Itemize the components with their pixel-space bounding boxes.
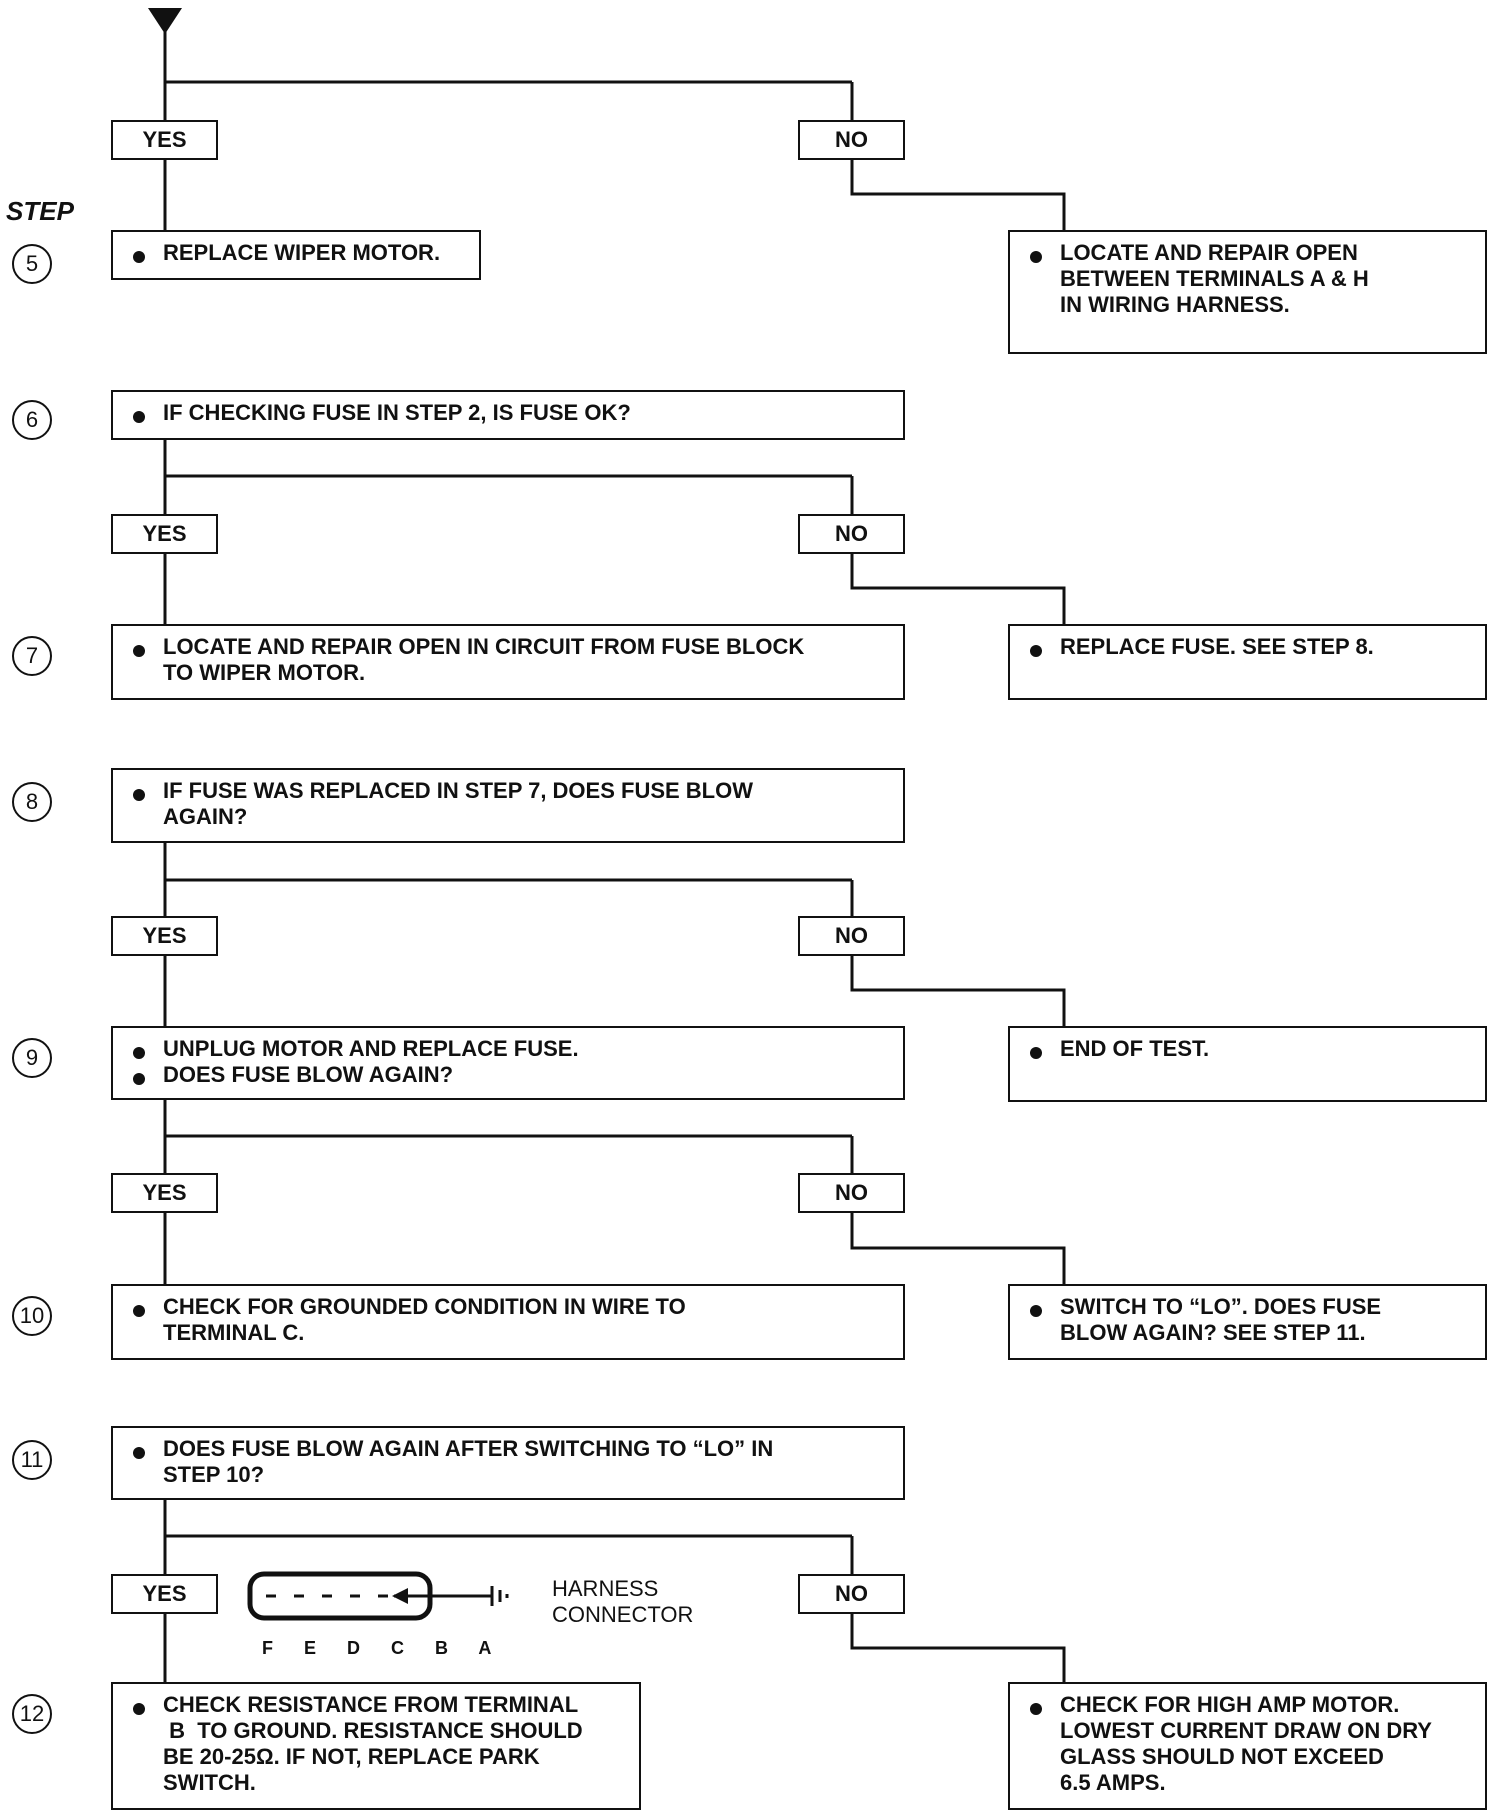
box-line: BE 20-25Ω. IF NOT, REPLACE PARK	[163, 1744, 540, 1769]
box-line: AGAIN?	[163, 804, 248, 829]
step-12-no-box: CHECK FOR HIGH AMP MOTOR. LOWEST CURRENT…	[1008, 1682, 1487, 1810]
no-label: NO	[798, 1574, 905, 1614]
step-number: 9	[12, 1038, 52, 1078]
step-10-no-box: SWITCH TO “LO”. DOES FUSE BLOW AGAIN? SE…	[1008, 1284, 1487, 1360]
box-line: B TO GROUND. RESISTANCE SHOULD	[163, 1718, 583, 1743]
box-line: SWITCH.	[163, 1770, 256, 1795]
box-line: DOES FUSE BLOW AGAIN AFTER SWITCHING TO …	[163, 1436, 774, 1461]
box-line: LOCATE AND REPAIR OPEN	[1060, 240, 1358, 265]
bullet-icon	[133, 1305, 145, 1317]
bullet-icon	[133, 789, 145, 801]
yes-label: YES	[111, 1574, 218, 1614]
step-number: 10	[12, 1296, 52, 1336]
box-line: IF FUSE WAS REPLACED IN STEP 7, DOES FUS…	[163, 778, 753, 803]
step-9-yes-box: UNPLUG MOTOR AND REPLACE FUSE. DOES FUSE…	[111, 1026, 905, 1100]
yes-label: YES	[111, 1173, 218, 1213]
step-5-no-box: LOCATE AND REPAIR OPEN BETWEEN TERMINALS…	[1008, 230, 1487, 354]
bullet-icon	[133, 1073, 145, 1085]
box-line: STEP 10?	[163, 1462, 265, 1487]
harness-connector-icon	[247, 1571, 509, 1621]
step-number: 8	[12, 782, 52, 822]
bullet-icon	[133, 1447, 145, 1459]
step-12-yes-box: CHECK RESISTANCE FROM TERMINAL B TO GROU…	[111, 1682, 641, 1810]
no-label: NO	[798, 916, 905, 956]
box-line: GLASS SHOULD NOT EXCEED	[1060, 1744, 1384, 1769]
bullet-icon	[1030, 645, 1042, 657]
no-label: NO	[798, 120, 905, 160]
box-line: DOES FUSE BLOW AGAIN?	[163, 1062, 454, 1087]
no-label: NO	[798, 1173, 905, 1213]
step-number: 6	[12, 400, 52, 440]
box-line: IN WIRING HARNESS.	[1060, 292, 1290, 317]
step-number: 5	[12, 244, 52, 284]
box-line: END OF TEST.	[1060, 1036, 1210, 1061]
step-6-question-box: IF CHECKING FUSE IN STEP 2, IS FUSE OK?	[111, 390, 905, 440]
bullet-icon	[133, 1703, 145, 1715]
bullet-icon	[133, 1047, 145, 1059]
step-9-no-box: END OF TEST.	[1008, 1026, 1487, 1102]
box-line: IF CHECKING FUSE IN STEP 2, IS FUSE OK?	[163, 400, 631, 425]
connector-pin-letters: F E D C B A	[262, 1638, 505, 1658]
box-line: TO WIPER MOTOR.	[163, 660, 366, 685]
box-line: LOWEST CURRENT DRAW ON DRY	[1060, 1718, 1432, 1743]
step-5-yes-box: REPLACE WIPER MOTOR.	[111, 230, 481, 280]
bullet-icon	[133, 645, 145, 657]
step-number: 7	[12, 636, 52, 676]
box-line: TERMINAL C.	[163, 1320, 305, 1345]
bullet-icon	[1030, 1047, 1042, 1059]
box-line: UNPLUG MOTOR AND REPLACE FUSE.	[163, 1036, 579, 1061]
step-8-question-box: IF FUSE WAS REPLACED IN STEP 7, DOES FUS…	[111, 768, 905, 843]
connector-label-line2: CONNECTOR	[552, 1602, 694, 1627]
step-7-no-box: REPLACE FUSE. SEE STEP 8.	[1008, 624, 1487, 700]
box-line: CHECK FOR GROUNDED CONDITION IN WIRE TO	[163, 1294, 686, 1319]
no-label: NO	[798, 514, 905, 554]
bullet-icon	[1030, 1703, 1042, 1715]
yes-label: YES	[111, 120, 218, 160]
box-line: REPLACE WIPER MOTOR.	[163, 240, 441, 265]
step-number: 12	[12, 1694, 52, 1734]
box-line: BETWEEN TERMINALS A & H	[1060, 266, 1369, 291]
step-column-label: STEP	[6, 196, 74, 226]
box-line: SWITCH TO “LO”. DOES FUSE	[1060, 1294, 1382, 1319]
box-line: CHECK RESISTANCE FROM TERMINAL	[163, 1692, 579, 1717]
step-number: 11	[12, 1440, 52, 1480]
bullet-icon	[1030, 251, 1042, 263]
box-line: LOCATE AND REPAIR OPEN IN CIRCUIT FROM F…	[163, 634, 805, 659]
bullet-icon	[133, 251, 145, 263]
box-line: BLOW AGAIN? SEE STEP 11.	[1060, 1320, 1366, 1345]
step-11-question-box: DOES FUSE BLOW AGAIN AFTER SWITCHING TO …	[111, 1426, 905, 1500]
bullet-icon	[133, 411, 145, 423]
yes-label: YES	[111, 514, 218, 554]
box-line: REPLACE FUSE. SEE STEP 8.	[1060, 634, 1374, 659]
connector-label-line1: HARNESS	[552, 1576, 659, 1601]
step-10-yes-box: CHECK FOR GROUNDED CONDITION IN WIRE TO …	[111, 1284, 905, 1360]
box-line: 6.5 AMPS.	[1060, 1770, 1166, 1795]
box-line: CHECK FOR HIGH AMP MOTOR.	[1060, 1692, 1400, 1717]
step-7-yes-box: LOCATE AND REPAIR OPEN IN CIRCUIT FROM F…	[111, 624, 905, 700]
yes-label: YES	[111, 916, 218, 956]
bullet-icon	[1030, 1305, 1042, 1317]
